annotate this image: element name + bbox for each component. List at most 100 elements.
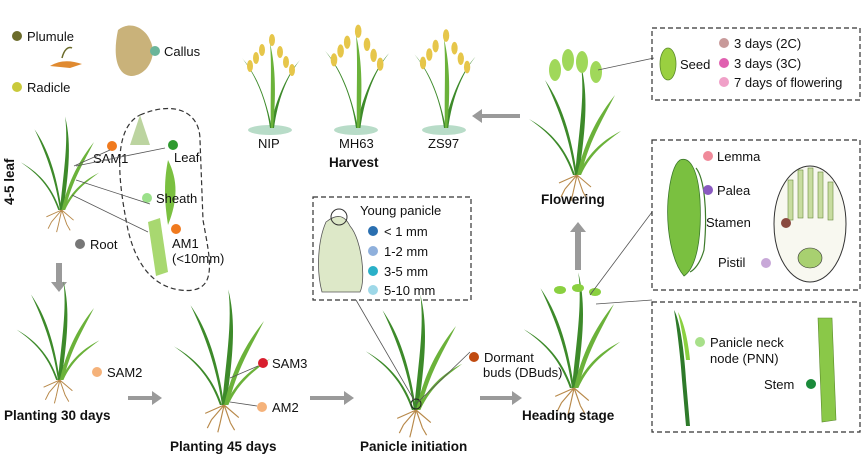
radicle-label: Radicle <box>27 80 70 95</box>
lemma-shape <box>667 158 701 277</box>
seedling-icon <box>50 61 82 68</box>
zs97-ground <box>422 125 466 135</box>
callus-label: Callus <box>164 44 201 59</box>
seed-stage-3: 7 days of flowering <box>734 75 842 90</box>
arrow-right-3 <box>480 391 522 405</box>
tissue-dashed-region <box>119 107 211 291</box>
seed-stage-2: 3 days (3C) <box>734 56 801 71</box>
stage-panicle-initiation: Panicle initiation <box>360 439 467 454</box>
yp-size-2: 1-2 mm <box>384 244 428 259</box>
stage-planting-30: Planting 30 days <box>4 408 111 423</box>
sam3-dot <box>258 358 268 368</box>
cultivar-mh63: MH63 <box>339 136 374 151</box>
palea-dot <box>703 185 713 195</box>
dbuds-label-2: buds (DBuds) <box>483 365 562 380</box>
plant-mh63 <box>325 24 389 128</box>
plant-45-days <box>173 288 271 433</box>
arrow-right-1 <box>128 391 162 405</box>
sam1-shape <box>130 115 150 145</box>
seed-stage-dot-2 <box>719 58 729 68</box>
yp-size-dot-2 <box>368 246 378 256</box>
sheath-dot <box>142 193 152 203</box>
seed-stage-dot-3 <box>719 77 729 87</box>
sam3-label: SAM3 <box>272 356 307 371</box>
am1-shape <box>148 218 168 276</box>
nip-ground <box>248 125 292 135</box>
pnn-label-2: node (PNN) <box>710 351 779 366</box>
pistil-dot <box>761 258 771 268</box>
yp-size-dot-4 <box>368 285 378 295</box>
stage-heading: Heading stage <box>522 408 615 423</box>
pnn-dot <box>695 337 705 347</box>
plant-nip <box>242 34 300 128</box>
am2-label: AM2 <box>272 400 299 415</box>
lemma-label: Lemma <box>717 149 761 164</box>
plumule-label: Plumule <box>27 29 74 44</box>
plant-flowering <box>528 64 622 202</box>
lemma-dot <box>703 151 713 161</box>
panicle-site-marker <box>410 398 422 410</box>
pnn-label: Panicle neck <box>710 335 784 350</box>
plant-panicle-initiation <box>365 293 463 438</box>
arrow-left-1 <box>472 109 520 123</box>
young-panicle-tip <box>330 208 348 226</box>
stage-4-5-leaf: 4-5 leaf <box>2 158 17 205</box>
plant-heading <box>523 271 621 416</box>
seed-icon <box>659 47 677 81</box>
sam1-dot <box>107 141 117 151</box>
flower-box <box>651 139 861 291</box>
am2-dot <box>257 402 267 412</box>
plant-4-5-leaf <box>20 116 100 233</box>
dbuds-label: Dormant <box>484 350 534 365</box>
yp-size-4: 5-10 mm <box>384 283 435 298</box>
am1-dot <box>171 224 181 234</box>
seed-box <box>651 27 861 101</box>
sheath-label: Sheath <box>156 191 197 206</box>
am1-label: AM1 <box>172 236 199 251</box>
yp-size-dot-3 <box>368 266 378 276</box>
seed-stage-1: 3 days (2C) <box>734 36 801 51</box>
plant-30-days <box>16 280 100 404</box>
seed-stage-dot-1 <box>719 38 729 48</box>
sam2-dot <box>92 367 102 377</box>
dbuds-dot <box>469 352 479 362</box>
radicle-dot <box>12 82 22 92</box>
seed-label: Seed <box>680 57 710 72</box>
am1-size-label: (<10mm) <box>172 251 224 266</box>
yp-size-dot-1 <box>368 226 378 236</box>
arrow-down-1 <box>51 263 67 292</box>
callus-icon <box>115 25 153 76</box>
young-panicle-box <box>312 196 472 301</box>
leaf-shape <box>165 160 176 225</box>
cultivar-zs97: ZS97 <box>428 136 459 151</box>
arrow-right-2 <box>310 391 354 405</box>
stage-harvest: Harvest <box>329 155 379 170</box>
yp-size-1: < 1 mm <box>384 224 428 239</box>
mh63-ground <box>334 125 378 135</box>
yp-size-3: 3-5 mm <box>384 264 428 279</box>
stamen-label: Stamen <box>706 215 751 230</box>
arrow-up-1 <box>570 222 586 270</box>
palea-label: Palea <box>717 183 751 198</box>
stage-flowering: Flowering <box>541 192 605 207</box>
pistil-label: Pistil <box>718 255 746 270</box>
stem-shape <box>817 317 837 423</box>
plumule-dot <box>12 31 22 41</box>
plant-zs97 <box>414 29 476 129</box>
callus-dot <box>150 46 160 56</box>
young-panicle-shape <box>318 216 364 293</box>
root-dot <box>75 239 85 249</box>
stem-label: Stem <box>764 377 794 392</box>
stem-dot <box>806 379 816 389</box>
sam1-label: SAM1 <box>93 151 128 166</box>
root-label: Root <box>90 237 118 252</box>
leaf-label: Leaf <box>174 150 200 165</box>
stamen-dot <box>781 218 791 228</box>
young-panicle-title: Young panicle <box>360 203 441 218</box>
cultivar-nip: NIP <box>258 136 280 151</box>
stage-planting-45: Planting 45 days <box>170 439 277 454</box>
pnn-shape <box>674 310 690 426</box>
leaf-dot <box>168 140 178 150</box>
sam2-label: SAM2 <box>107 365 142 380</box>
